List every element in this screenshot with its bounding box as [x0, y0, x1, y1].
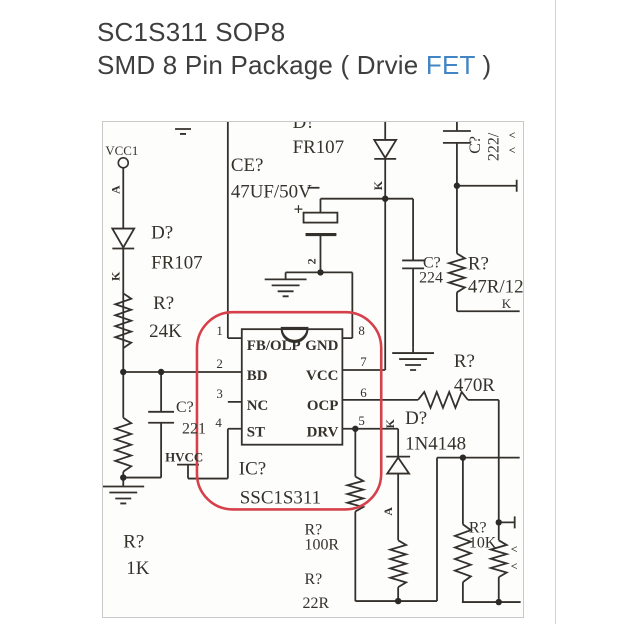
c222-value-rotated: 222/ [486, 132, 503, 161]
title-line2-suffix: ) [475, 50, 492, 80]
junction-dots [120, 182, 502, 606]
ic-pin-name-bd: BD [247, 368, 268, 384]
ic-pin-name-ocp: OCP [307, 398, 339, 414]
r1k-value: 1K [126, 558, 149, 579]
ic-pin-name-vcc: VCC [306, 368, 338, 384]
vcc1-terminal [117, 157, 130, 169]
chevron-mark-bottom-2: < [511, 559, 518, 573]
ic-pin-number-5: 5 [358, 413, 364, 428]
cathode-mark-input: K [108, 271, 122, 281]
ic-part-number: SSC1S311 [240, 487, 321, 508]
ic-pin-name-nc: NC [247, 398, 269, 414]
capacitor-c224-plates [402, 259, 425, 270]
resistor-47r [445, 252, 468, 294]
ic-pin-name-gnd: GND [305, 338, 338, 354]
resistor-24k [112, 292, 134, 349]
c221-value: 221 [182, 421, 206, 438]
r24k-ref: R? [153, 293, 174, 314]
chevron-mark-bottom-1: < [511, 542, 518, 556]
r22-value: 22R [303, 595, 330, 612]
ic-pin-number-2: 2 [216, 356, 222, 371]
ic-pin-name-drv: DRV [307, 425, 339, 441]
c221-ref: C? [176, 399, 194, 416]
c224-ref: C? [423, 254, 441, 271]
d1n4148-value: 1N4148 [405, 434, 466, 455]
hvcc-label: HVCC [165, 450, 203, 465]
resistor-right [487, 539, 510, 578]
c224-value: 224 [419, 269, 443, 286]
ic-pin-number-7: 7 [360, 354, 367, 369]
ce-value: 47UF/50V [231, 182, 312, 203]
anode-mark-1n4148: A [381, 507, 395, 516]
resistor-100r [343, 475, 367, 513]
ic-pin-number-4: 4 [215, 415, 222, 430]
d1n4148-ref: D? [405, 408, 427, 429]
page-divider [555, 0, 556, 624]
r100-value: 100R [305, 536, 340, 553]
ic-pin-name-fbolp: FB/OLP [247, 338, 301, 354]
r10k-value: 10K [469, 534, 497, 551]
ce-ref: CE? [231, 155, 264, 176]
r24k-value: 24K [149, 321, 182, 342]
diode-fr107-top [372, 139, 398, 160]
cathode-mark-1n4148: K [383, 418, 397, 428]
diode-1n4148 [385, 455, 411, 475]
ic-pin-number-8: 8 [358, 323, 364, 338]
c222-ref-rotated: C? [467, 136, 484, 154]
title-line2-text: SMD 8 Pin Package ( Drvie [97, 50, 426, 80]
r470-ref: R? [454, 351, 475, 372]
product-title: SC1S311 SOP8 SMD 8 Pin Package ( Drvie F… [97, 16, 491, 82]
vcc1-label: VCC1 [105, 143, 138, 158]
d-input-ref: D? [151, 223, 173, 244]
red-highlight-box [195, 310, 383, 511]
ic-body [240, 328, 344, 446]
anode-mark-input: A [108, 185, 122, 194]
cathode-mark-47r: K [502, 296, 512, 311]
fet-link[interactable]: FET [425, 50, 476, 80]
schematic-svg: FB/OLP BD NC ST GND VCC OCP DRV 1 2 3 4 … [103, 122, 523, 612]
r1k-ref: R? [123, 531, 144, 552]
r100-ref: R? [305, 521, 323, 538]
chevron-mark-top-2: < [509, 143, 516, 157]
ic-notch-icon [280, 329, 309, 344]
wires [122, 122, 521, 603]
cathode-mark-top-diode: K [371, 180, 385, 190]
electrolytic-cap-top-plate [302, 211, 339, 224]
ic-pin-number-1: 1 [216, 323, 222, 338]
product-title-line2: SMD 8 Pin Package ( Drvie FET ) [97, 49, 491, 82]
product-title-line1: SC1S311 SOP8 [97, 17, 286, 47]
capacitor-c221-plates [148, 410, 175, 424]
r47-value: 47R/12 [468, 276, 523, 297]
diode-fr107-input [110, 227, 136, 250]
r10k-ref: R? [469, 519, 487, 536]
d-top-value: FR107 [293, 137, 345, 158]
capacitor-c222-plates [442, 130, 471, 144]
ic-pin-number-3: 3 [216, 386, 222, 401]
resistor-10k [452, 523, 474, 583]
ic-pin-number-6: 6 [360, 385, 367, 400]
resistor-22r [387, 539, 410, 588]
d-input-value: FR107 [151, 252, 203, 273]
schematic-image[interactable]: FB/OLP BD NC ST GND VCC OCP DRV 1 2 3 4 … [102, 121, 524, 618]
resistor-470r [417, 389, 469, 411]
chevron-mark-top-1: < [509, 128, 516, 142]
resistor-1k [112, 417, 135, 473]
r22-ref: R? [305, 571, 323, 588]
d-top-ref: D? [293, 122, 315, 133]
ic-pin-name-st: ST [247, 425, 265, 441]
r470-value: 470R [454, 375, 495, 396]
ic-ref: IC? [239, 459, 266, 480]
r47-ref: R? [468, 253, 489, 274]
net2-mark: 2 [304, 258, 318, 264]
plus-mark: + [294, 200, 304, 219]
ground-symbols [103, 128, 435, 505]
